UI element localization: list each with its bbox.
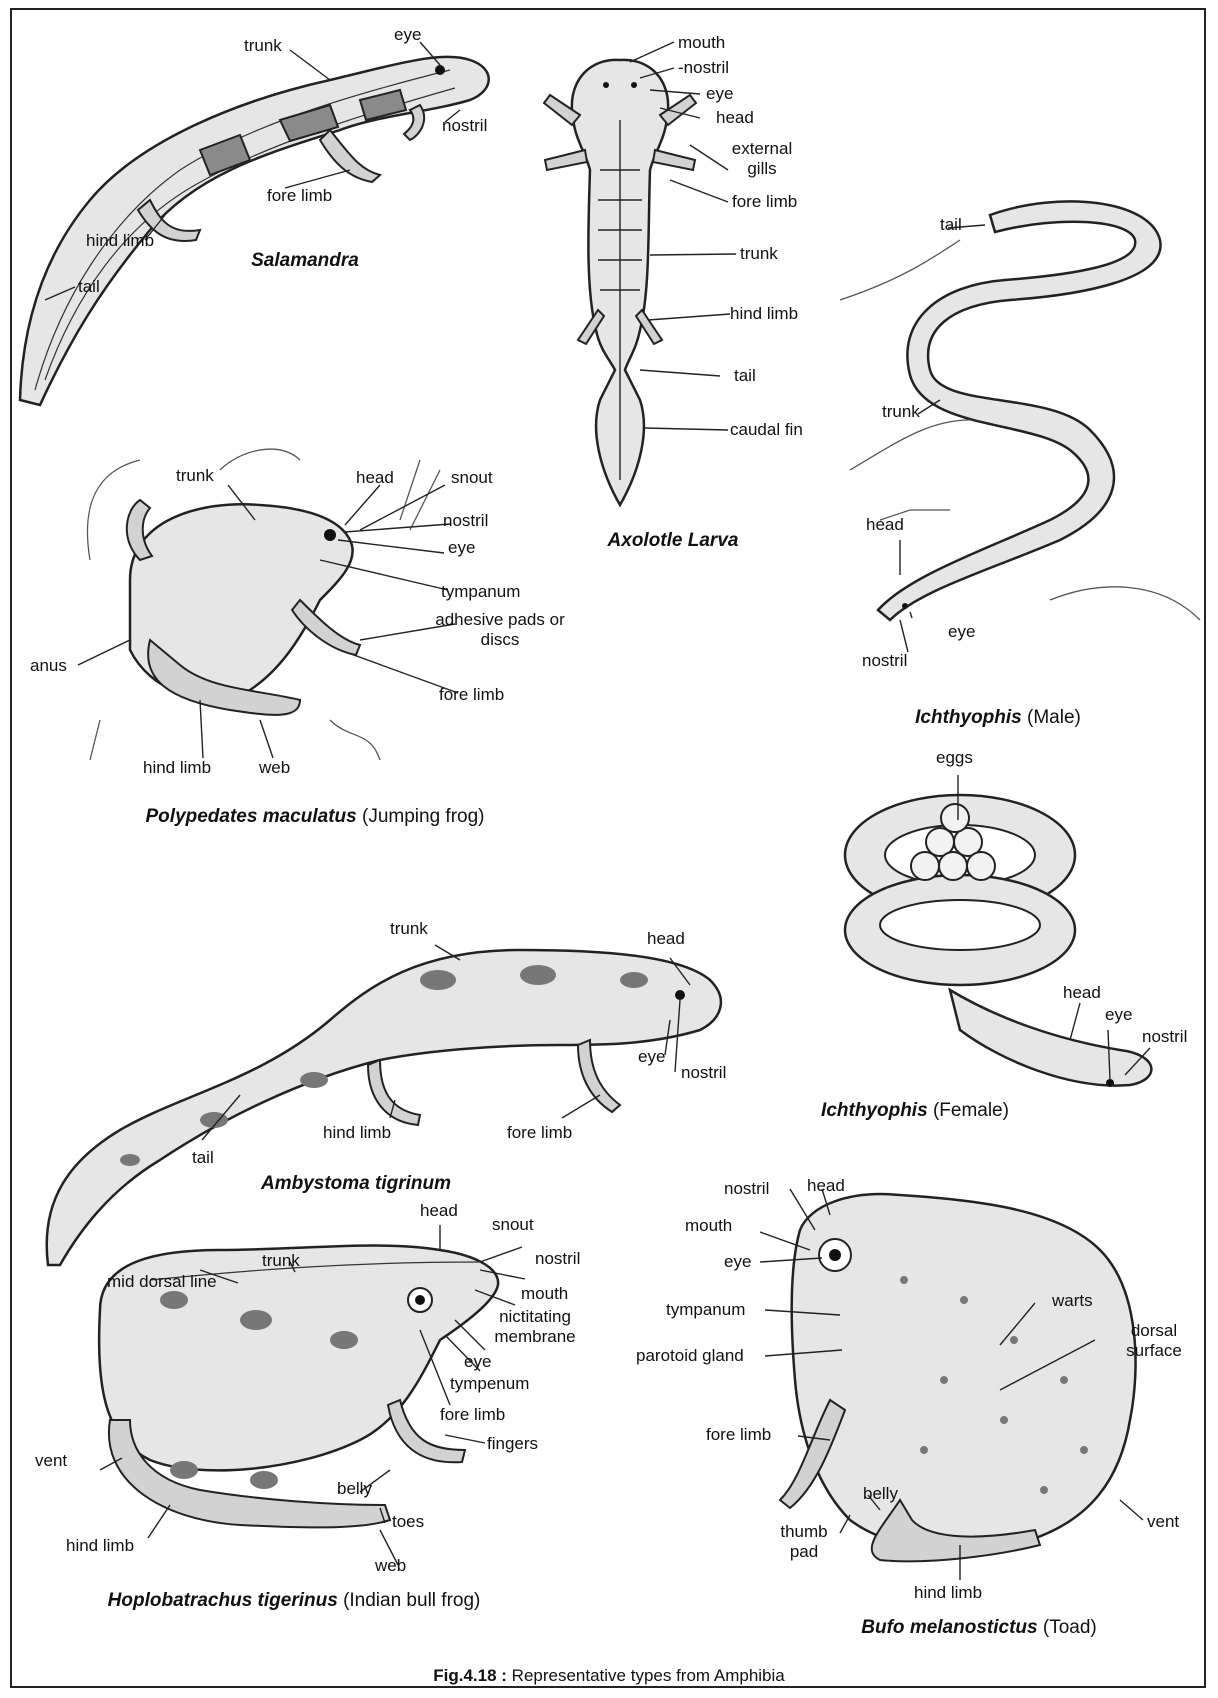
polypedates-eye-label: eye	[448, 538, 475, 558]
bufo-drawing	[780, 1194, 1136, 1561]
bufo-nostril-label: nostril	[724, 1179, 769, 1199]
hoplobatrachus-toes-label: toes	[392, 1512, 424, 1532]
ambystoma-hind-limb-label: hind limb	[323, 1123, 391, 1143]
salamandra-tail-label: tail	[78, 277, 100, 297]
polypedates-head-label: head	[356, 468, 394, 488]
polypedates-fore-limb-label: fore limb	[439, 685, 504, 705]
hoplobatrachus-mouth-label: mouth	[521, 1284, 568, 1304]
hoplobatrachus-hind-limb-label: hind limb	[66, 1536, 134, 1556]
polypedates-snout-label: snout	[451, 468, 493, 488]
ambystoma-fore-limb-label: fore limb	[507, 1123, 572, 1143]
hoplobatrachus-fore-limb-label: fore limb	[440, 1405, 505, 1425]
axolotl-mouth-label: mouth	[678, 33, 725, 53]
bufo-mouth-label: mouth	[685, 1216, 732, 1236]
bufo-vent-label: vent	[1147, 1512, 1179, 1532]
bufo-tympanum-label: tympanum	[666, 1300, 745, 1320]
ichthyophis-female-eye-label: eye	[1105, 1005, 1132, 1025]
bufo-thumb-pad-label: thumb pad	[769, 1522, 839, 1561]
hoplobatrachus-head-label: head	[420, 1201, 458, 1221]
axolotl-caption: Axolotle Larva	[608, 530, 739, 552]
hoplobatrachus-caption: Hoplobatrachus tigerinus (Indian bull fr…	[108, 1590, 481, 1612]
bufo-dorsal-surface-label: dorsal surface	[1114, 1321, 1194, 1360]
figure-caption: Fig.4.18 : Representative types from Amp…	[433, 1666, 785, 1686]
polypedates-adhesive-pads-label: adhesive pads or discs	[435, 610, 565, 649]
salamandra-fore-limb-label: fore limb	[267, 186, 332, 206]
salamandra-trunk-label: trunk	[244, 36, 282, 56]
ichthyophis-female-drawing	[845, 795, 1151, 1087]
hoplobatrachus-tympenum-label: tympenum	[450, 1374, 529, 1394]
salamandra-hind-limb-label: hind limb	[86, 231, 154, 251]
polypedates-trunk-label: trunk	[176, 466, 214, 486]
ambystoma-tail-label: tail	[192, 1148, 214, 1168]
hoplobatrachus-trunk-label: trunk	[262, 1251, 300, 1271]
hoplobatrachus-fingers-label: fingers	[487, 1434, 538, 1454]
ichthyophis-male-trunk-label: trunk	[882, 402, 920, 422]
axolotl-nostril-label: -nostril	[678, 58, 729, 78]
axolotl-caudal-fin-label: caudal fin	[730, 420, 803, 440]
hoplobatrachus-vent-label: vent	[35, 1451, 67, 1471]
ichthyophis-male-caption: Ichthyophis (Male)	[915, 707, 1081, 729]
polypedates-web-label: web	[259, 758, 290, 778]
bufo-caption: Bufo melanostictus (Toad)	[861, 1617, 1096, 1639]
axolotl-external-gills-label: external gills	[722, 139, 802, 178]
ichthyophis-male-nostril-label: nostril	[862, 651, 907, 671]
salamandra-caption: Salamandra	[251, 250, 359, 272]
salamandra-nostril-label: nostril	[442, 116, 487, 136]
ichthyophis-male-head-label: head	[866, 515, 904, 535]
polypedates-nostril-label: nostril	[443, 511, 488, 531]
axolotl-eye-label: eye	[706, 84, 733, 104]
hoplobatrachus-snout-label: snout	[492, 1215, 534, 1235]
polypedates-drawing	[87, 449, 440, 760]
hoplobatrachus-nictitating-membrane-label: nictitating membrane	[475, 1307, 595, 1346]
bufo-warts-label: warts	[1052, 1291, 1093, 1311]
ambystoma-nostril-label: nostril	[681, 1063, 726, 1083]
ichthyophis-female-head-label: head	[1063, 983, 1101, 1003]
bufo-fore-limb-label: fore limb	[706, 1425, 771, 1445]
axolotl-drawing	[544, 60, 696, 505]
bufo-eye-label: eye	[724, 1252, 751, 1272]
bufo-belly-label: belly	[863, 1484, 898, 1504]
hoplobatrachus-nostril-label: nostril	[535, 1249, 580, 1269]
axolotl-hind-limb-label: hind limb	[730, 304, 798, 324]
salamandra-eye-label: eye	[394, 25, 421, 45]
bufo-hind-limb-label: hind limb	[914, 1583, 982, 1603]
hoplobatrachus-mid-dorsal-line-label: mid dorsal line	[107, 1272, 217, 1292]
bufo-head-label: head	[807, 1176, 845, 1196]
ichthyophis-female-caption: Ichthyophis (Female)	[821, 1100, 1009, 1122]
ambystoma-trunk-label: trunk	[390, 919, 428, 939]
polypedates-caption: Polypedates maculatus (Jumping frog)	[146, 806, 485, 828]
polypedates-anus-label: anus	[30, 656, 67, 676]
hoplobatrachus-belly-label: belly	[337, 1479, 372, 1499]
ambystoma-drawing	[47, 950, 721, 1265]
hoplobatrachus-eye-label: eye	[464, 1352, 491, 1372]
axolotl-head-label: head	[716, 108, 754, 128]
hoplobatrachus-web-label: web	[375, 1556, 406, 1576]
ichthyophis-male-tail-label: tail	[940, 215, 962, 235]
bufo-parotoid-gland-label: parotoid gland	[636, 1346, 744, 1366]
ambystoma-eye-label: eye	[638, 1047, 665, 1067]
polypedates-tympanum-label: tympanum	[441, 582, 520, 602]
axolotl-fore-limb-label: fore limb	[732, 192, 797, 212]
axolotl-tail-label: tail	[734, 366, 756, 386]
polypedates-hind-limb-label: hind limb	[143, 758, 211, 778]
ambystoma-head-label: head	[647, 929, 685, 949]
ambystoma-caption: Ambystoma tigrinum	[261, 1173, 451, 1195]
ichthyophis-female-nostril-label: nostril	[1142, 1027, 1187, 1047]
ichthyophis-female-eggs-label: eggs	[936, 748, 973, 768]
ichthyophis-male-eye-label: eye	[948, 622, 975, 642]
axolotl-trunk-label: trunk	[740, 244, 778, 264]
